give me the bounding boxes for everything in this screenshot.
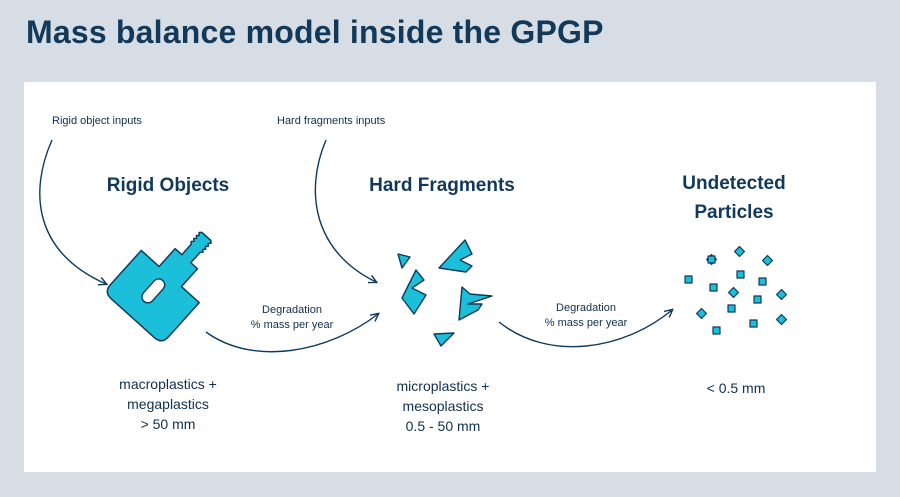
- diagram-graphics: [39, 139, 788, 353]
- degradation-label-1: Degradation % mass per year: [232, 303, 352, 333]
- size-label-rigid-line1: macroplastics +: [119, 376, 217, 392]
- diagram-panel: Rigid object inputs Hard fragments input…: [24, 82, 876, 472]
- degradation-label-2-line2: % mass per year: [544, 317, 628, 329]
- size-label-rigid-line2: megaplastics: [127, 396, 209, 412]
- degradation-arrow-1: [205, 314, 378, 353]
- size-label-hard: microplastics + mesoplastics 0.5 - 50 mm: [363, 376, 523, 436]
- size-label-rigid: macroplastics + megaplastics > 50 mm: [88, 374, 248, 434]
- page-title: Mass balance model inside the GPGP: [26, 14, 604, 50]
- size-label-rigid-line3: > 50 mm: [140, 416, 196, 432]
- stage-title-undetected: Undetected Particles: [682, 173, 786, 223]
- rigid-input-arrow: [39, 139, 106, 284]
- particles-icon: [684, 245, 788, 335]
- stage-title-hard: Hard Fragments: [369, 175, 515, 196]
- size-label-undetected-line1: < 0.5 mm: [706, 380, 766, 396]
- size-label-hard-line3: 0.5 - 50 mm: [405, 418, 481, 434]
- degradation-label-2-line1: Degradation: [556, 302, 616, 314]
- degradation-label-1-line2: % mass per year: [250, 319, 334, 331]
- rigid-input-label: Rigid object inputs: [52, 115, 142, 127]
- hard-input-label: Hard fragments inputs: [277, 115, 386, 127]
- fragments-icon: [397, 239, 493, 347]
- degradation-label-2: Degradation % mass per year: [526, 301, 646, 331]
- hard-input-arrow: [314, 139, 376, 282]
- degradation-label-1-line1: Degradation: [262, 304, 322, 316]
- degradation-arrow-2: [498, 310, 672, 348]
- bottle-icon: [106, 231, 212, 342]
- size-label-hard-line2: mesoplastics: [402, 398, 484, 414]
- size-label-hard-line1: microplastics +: [396, 378, 490, 394]
- size-label-undetected: < 0.5 mm: [666, 378, 806, 398]
- stage-title-rigid: Rigid Objects: [106, 175, 230, 196]
